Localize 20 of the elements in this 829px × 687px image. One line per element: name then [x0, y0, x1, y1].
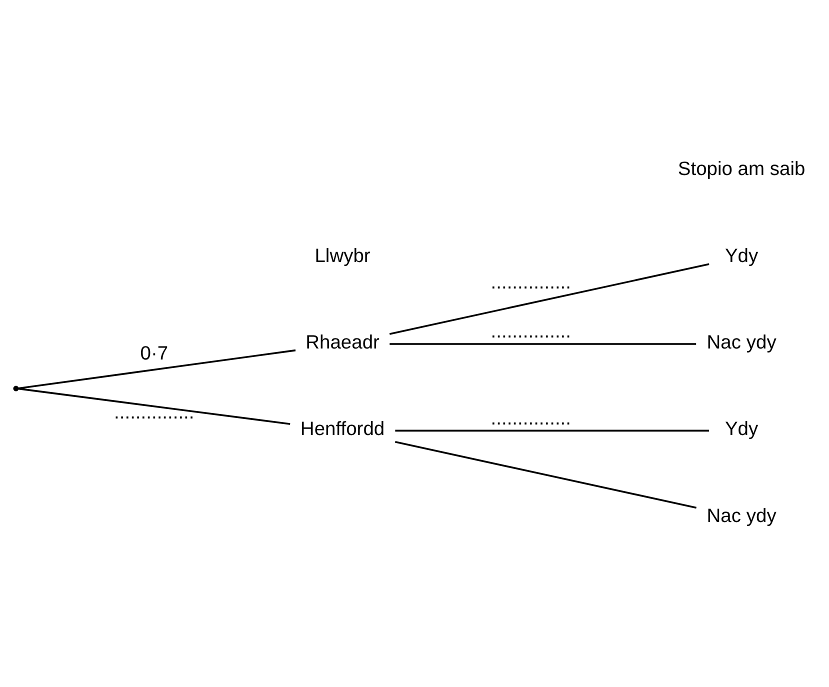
label: Llwybr — [314, 245, 370, 266]
node-text: Nac ydy — [706, 332, 776, 354]
node-text: Nac ydy — [706, 505, 776, 526]
edge-label: ............... — [490, 408, 571, 429]
edge-label: ............... — [490, 321, 571, 342]
node-text: Henffordd — [300, 418, 384, 440]
edge-label: 0·7 — [140, 342, 168, 364]
connector — [389, 342, 696, 344]
node-text: Ydy — [724, 245, 758, 266]
connector — [18, 387, 290, 424]
connector — [394, 429, 709, 432]
connector — [18, 348, 296, 389]
node-text: Ydy — [724, 418, 758, 440]
edge-label: ............... — [490, 272, 571, 293]
connector — [394, 440, 696, 508]
label: Stopio am saib — [677, 158, 805, 180]
connector — [388, 262, 709, 334]
node-point — [12, 385, 18, 391]
node-text: Rhaeadr — [305, 332, 379, 354]
edge-label: ............... — [114, 402, 194, 423]
